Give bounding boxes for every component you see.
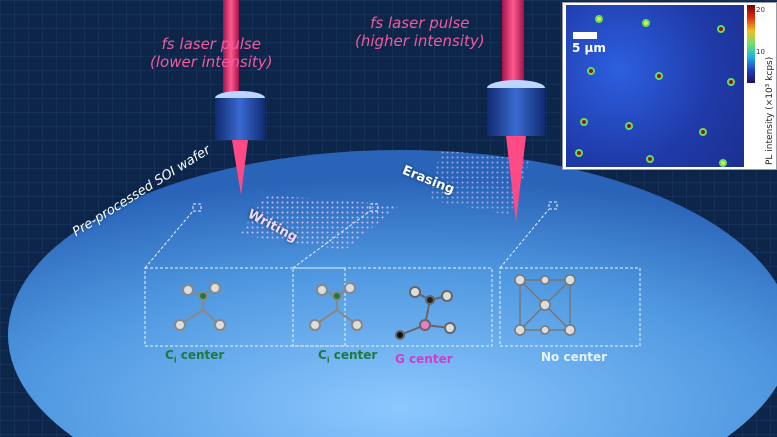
label-pulse-high: fs laser pulse (higher intensity) xyxy=(355,14,485,50)
emitter-spots xyxy=(573,15,735,167)
colorbar xyxy=(747,5,755,83)
laser-focus-high xyxy=(506,136,526,222)
molecule-silicon-lattice xyxy=(514,274,576,336)
laser-beam-low xyxy=(223,0,239,98)
zoom-boxes xyxy=(144,201,641,347)
colorbar-max: 20 xyxy=(756,6,765,14)
scale-bar xyxy=(573,32,597,39)
laser-focus-low xyxy=(232,140,248,195)
label-pulse-low: fs laser pulse (lower intensity) xyxy=(150,35,273,71)
caption-g-center: G center xyxy=(395,352,453,366)
colorbar-mid: 10 xyxy=(756,48,765,56)
molecule-g xyxy=(395,286,456,340)
caption-ci-center-2: Ci center xyxy=(318,348,378,365)
scale-bar-label: 5 µm xyxy=(572,41,606,55)
soi-wafer xyxy=(8,150,777,437)
colorbar-label: PL intensity (×10³ kcps) xyxy=(765,56,775,165)
objective-lens-left xyxy=(215,98,265,140)
objective-lens-right xyxy=(487,88,545,136)
pl-map-inset: 5 µm 20 10 PL intensity (×10³ kcps) xyxy=(562,2,777,170)
laser-beam-high xyxy=(502,0,524,88)
writing-pattern xyxy=(240,195,400,250)
molecule-ci-2 xyxy=(309,282,363,331)
caption-ci-center-1: Ci center xyxy=(165,348,225,365)
caption-no-center: No center xyxy=(541,350,608,364)
molecule-ci-1 xyxy=(174,282,226,331)
pl-intensity-map: 5 µm xyxy=(566,5,744,167)
erasing-pattern xyxy=(430,150,530,215)
